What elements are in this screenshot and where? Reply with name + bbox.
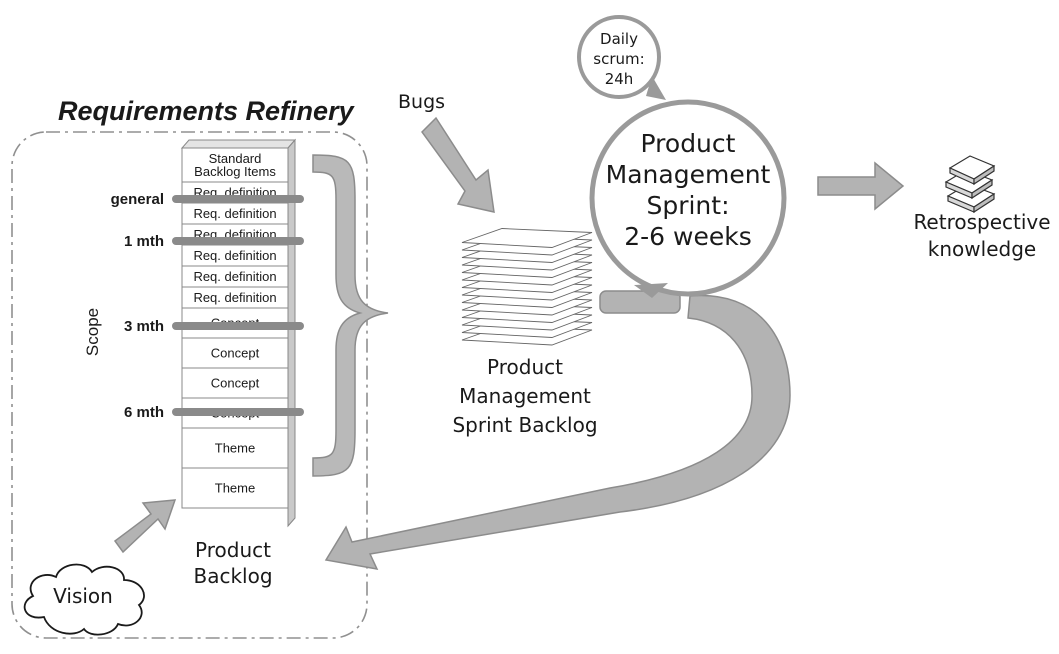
sprint-label-line-2: Management: [606, 160, 771, 189]
sprint-feed-bar: [599, 290, 681, 314]
backlog-item-label: Req. definition: [193, 269, 276, 284]
sprint-circle: [589, 99, 787, 297]
refinery-frame: [11, 131, 368, 639]
sprint-backlog-label: Product Management Sprint Backlog: [452, 355, 597, 437]
sprint-label-line-1: Product: [641, 129, 736, 158]
daily-scrum-circle: [577, 15, 661, 99]
retrospective-label-line-2: knowledge: [928, 237, 1036, 261]
scope-marker-bar: [172, 237, 304, 245]
scope-marker-label: 1 mth: [124, 233, 164, 250]
product-backlog-label: Product Backlog: [193, 538, 272, 588]
daily-scrum-line-1: Daily: [600, 30, 638, 48]
backlog-item-box: [181, 367, 289, 399]
backlog-item: Req. definition: [181, 265, 289, 288]
retrospective-label-line-1: Retrospective: [913, 210, 1050, 234]
stack-top-face: [180, 139, 297, 149]
backlog-item-box: [181, 337, 289, 369]
sprint-label-line-3: Sprint:: [646, 191, 729, 220]
scope-marker-label: 3 mth: [124, 318, 164, 335]
cloud-shape: [23, 563, 145, 636]
backlog-item: Concept: [181, 367, 289, 399]
daily-scrum-line-3: 24h: [605, 70, 634, 88]
retrospective-label: Retrospective knowledge: [913, 210, 1050, 261]
book-stack-icon: [944, 155, 996, 214]
bugs-arrow: [421, 116, 495, 213]
backlog-item-label: Req. definition: [193, 290, 276, 305]
scope-marker-label: 6 mth: [124, 404, 164, 421]
backlog-item-label: Standard: [209, 151, 262, 166]
backlog-item: Req. definition: [181, 202, 289, 225]
backlog-item-label: Req. definition: [193, 206, 276, 221]
scope-axis-label: Scope: [83, 308, 102, 356]
return-arrow: [324, 294, 791, 570]
backlog-item: Theme: [181, 427, 289, 469]
bugs-label: Bugs: [398, 91, 445, 113]
backlog-item-label: Req. definition: [193, 248, 276, 263]
backlog-item-box: [181, 427, 289, 469]
sprint-circle-arrowhead: [634, 283, 668, 298]
vision-to-backlog-arrow: [113, 499, 177, 554]
backlog-item: Theme: [181, 467, 289, 509]
backlog-item-label: Concept: [211, 346, 260, 361]
backlog-item-label: Backlog Items: [194, 164, 276, 179]
sprint-label: Product Management Sprint: 2-6 weeks: [606, 129, 771, 251]
sprint-label-line-4: 2-6 weeks: [624, 222, 752, 251]
backlog-item-label: Theme: [215, 481, 255, 496]
sprint-to-retrospective-arrow: [817, 161, 905, 211]
scope-marker-label: general: [111, 191, 164, 208]
backlog-item: Req. definition: [181, 244, 289, 267]
product-backlog-label-line-2: Backlog: [193, 564, 272, 588]
scope-marker-bar: [172, 195, 304, 203]
vision-label: Vision: [53, 584, 113, 608]
backlog-item-box: [181, 147, 289, 183]
sprint-backlog-label-line-3: Sprint Backlog: [452, 413, 597, 437]
vision-cloud: Vision: [23, 563, 145, 636]
scope-marker-bar: [172, 322, 304, 330]
backlog-item-box: [181, 467, 289, 509]
sprint-backlog-label-line-1: Product: [487, 355, 563, 379]
daily-scrum-arrowhead: [646, 76, 666, 100]
sprint-backlog-papers: [461, 228, 593, 346]
curly-brace-shape: [312, 154, 389, 477]
backlog-item: Req. definition: [181, 286, 289, 309]
product-backlog-label-line-1: Product: [195, 538, 271, 562]
daily-scrum-line-2: scrum:: [593, 50, 644, 68]
sprint-backlog-label-line-2: Management: [459, 384, 591, 408]
paper-sheet: [461, 228, 593, 248]
backlog-item: Concept: [181, 337, 289, 369]
backlog-item-label: Theme: [215, 441, 255, 456]
refinery-title: Requirements Refinery: [58, 96, 356, 126]
backlog-item-label: Concept: [211, 376, 260, 391]
scope-marker-bar: [172, 408, 304, 416]
daily-scrum-label: Daily scrum: 24h: [593, 30, 644, 88]
